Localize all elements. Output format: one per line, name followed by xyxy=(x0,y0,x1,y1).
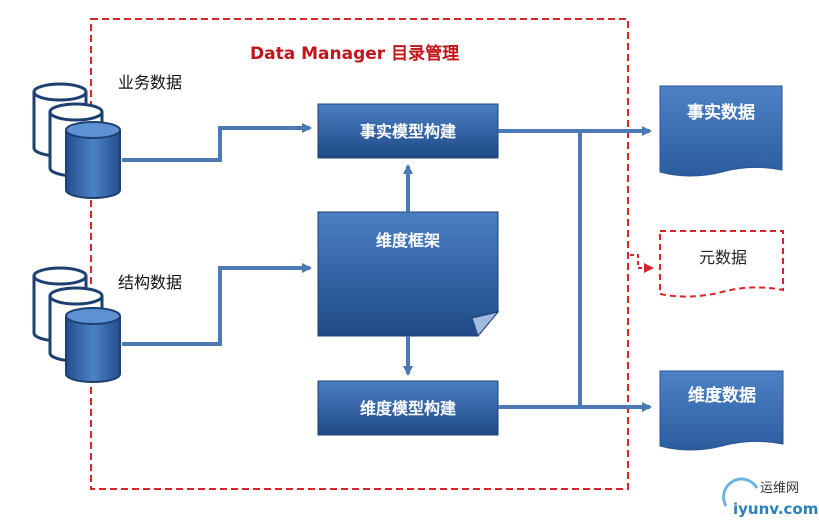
dimension-framework-label: 维度框架 xyxy=(376,231,440,250)
data-manager-boundary xyxy=(90,18,629,490)
fact-data-document: 事实数据 xyxy=(659,85,783,177)
fact-data-label: 事实数据 xyxy=(687,102,755,123)
dimension-model-build-box: 维度模型构建 xyxy=(317,380,499,436)
fact-model-build-box: 事实模型构建 xyxy=(317,103,499,159)
metadata-label: 元数据 xyxy=(699,248,747,267)
metadata-document: 元数据 xyxy=(659,230,784,298)
dimension-model-build-label: 维度模型构建 xyxy=(360,399,456,418)
structure-data-database-icon xyxy=(32,266,121,383)
folded-corner-icon xyxy=(471,311,500,338)
watermark-logo-icon xyxy=(722,477,759,507)
watermark-cn: 运维网 xyxy=(760,481,799,496)
watermark-domain: iyunv.com xyxy=(733,500,818,518)
business-data-database-icon xyxy=(32,82,121,199)
structure-to-framework-arrow xyxy=(122,263,312,346)
fact-model-build-label: 事实模型构建 xyxy=(360,122,456,141)
business-to-fact-model-arrow xyxy=(122,123,312,162)
dimension-framework-box: 维度框架 xyxy=(317,211,500,338)
structure-data-label: 结构数据 xyxy=(118,273,182,292)
dimension-data-document: 维度数据 xyxy=(659,370,784,451)
site-watermark: 运维网 iyunv.com xyxy=(722,477,818,518)
dimension-data-label: 维度数据 xyxy=(688,385,756,406)
business-data-label: 业务数据 xyxy=(118,73,182,92)
metadata-arrow xyxy=(630,254,654,273)
diagram-title: Data Manager 目录管理 xyxy=(250,43,459,64)
